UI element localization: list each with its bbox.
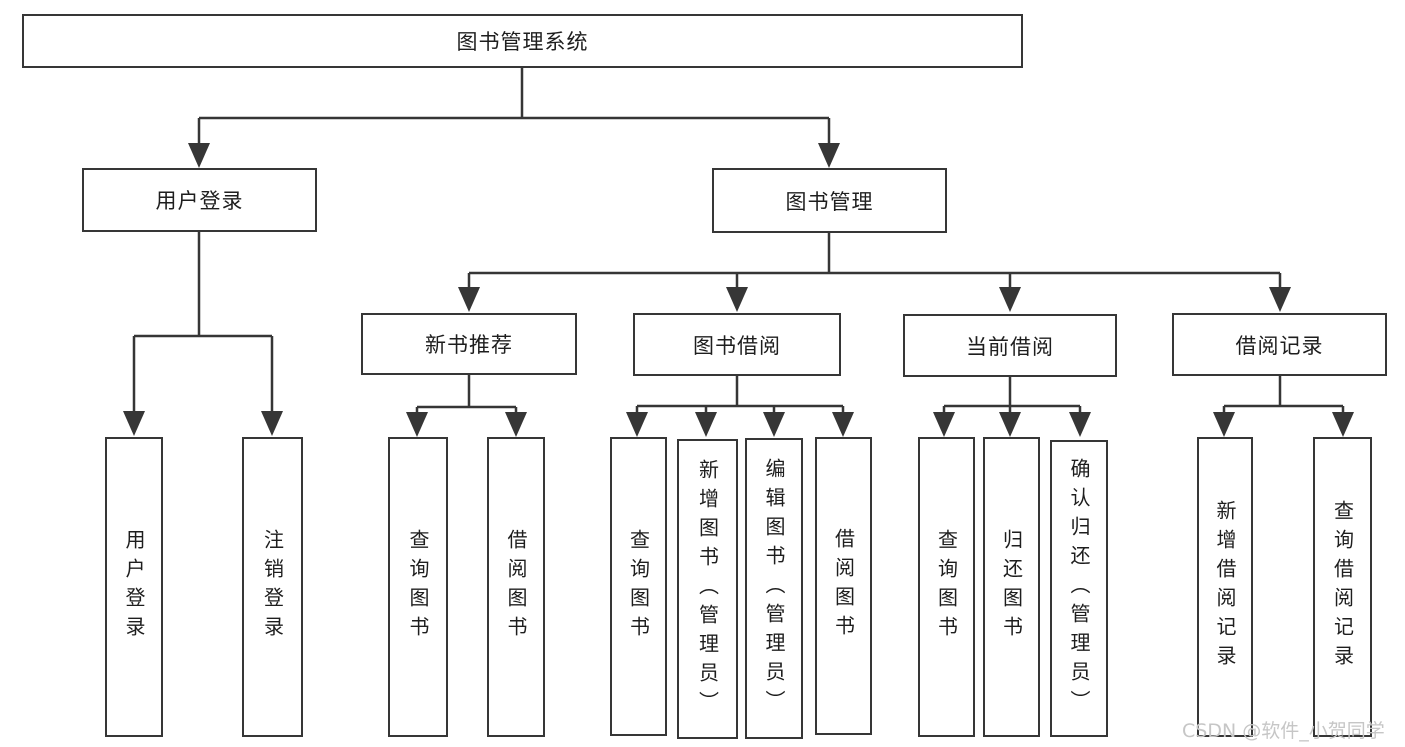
arrowhead-records-leaf-1 — [1213, 412, 1235, 437]
node-leaf-current-return-books-label: 归还图书 — [999, 529, 1024, 645]
node-book-borrow: 图书借阅 — [633, 313, 841, 376]
node-leaf-borrow-add-books: 新增图书（管理员） — [677, 439, 738, 739]
arrowhead-book-mgmt — [818, 143, 840, 168]
edge-root-branch — [197, 68, 831, 146]
node-new-book-rec-label: 新书推荐 — [425, 333, 513, 357]
node-borrow-records: 借阅记录 — [1172, 313, 1387, 376]
node-root-label: 图书管理系统 — [456, 30, 589, 54]
node-leaf-current-confirm-return-label: 确认归还（管理员） — [1067, 458, 1091, 719]
edge-login-branch — [132, 232, 274, 414]
node-leaf-rec-borrow-books: 借阅图书 — [487, 437, 545, 737]
arrowhead-login-leaf-1 — [123, 411, 145, 436]
watermark: CSDN @软件_小贺同学 — [1182, 720, 1385, 742]
node-leaf-records-add: 新增借阅记录 — [1197, 437, 1253, 737]
node-leaf-borrow-borrow-books-label: 借阅图书 — [831, 528, 856, 644]
node-leaf-rec-query-books: 查询图书 — [388, 437, 448, 737]
node-leaf-logout: 注销登录 — [242, 437, 303, 737]
node-new-book-rec: 新书推荐 — [361, 313, 577, 375]
arrowhead-current-borrow — [999, 287, 1021, 312]
node-leaf-current-confirm-return: 确认归还（管理员） — [1050, 440, 1108, 737]
node-leaf-rec-borrow-books-label: 借阅图书 — [504, 529, 528, 645]
arrowhead-current-leaf-3 — [1069, 412, 1091, 437]
arrowhead-borrow-leaf-1 — [626, 412, 648, 437]
node-leaf-records-add-label: 新增借阅记录 — [1213, 500, 1237, 674]
node-leaf-current-query-books: 查询图书 — [918, 437, 975, 737]
node-current-borrow: 当前借阅 — [903, 314, 1117, 377]
arrowhead-borrow-records — [1269, 287, 1291, 312]
node-leaf-borrow-edit-books: 编辑图书（管理员） — [745, 438, 803, 739]
node-leaf-borrow-add-books-label: 新增图书（管理员） — [695, 458, 720, 720]
node-leaf-rec-query-books-label: 查询图书 — [406, 529, 430, 645]
node-user-login: 用户登录 — [82, 168, 317, 232]
node-book-borrow-label: 图书借阅 — [693, 333, 781, 358]
edge-rec-branch — [415, 375, 518, 415]
arrowhead-records-leaf-2 — [1332, 412, 1354, 437]
node-leaf-user-login-label: 用户登录 — [122, 529, 146, 645]
edge-mgmt-branch — [467, 233, 1282, 290]
node-current-borrow-label: 当前借阅 — [966, 334, 1054, 359]
node-leaf-borrow-edit-books-label: 编辑图书（管理员） — [762, 458, 786, 719]
node-leaf-current-query-books-label: 查询图书 — [934, 529, 959, 645]
node-leaf-borrow-query-books: 查询图书 — [610, 437, 667, 736]
node-leaf-current-return-books: 归还图书 — [983, 437, 1040, 737]
node-leaf-borrow-borrow-books: 借阅图书 — [815, 437, 872, 735]
node-leaf-borrow-query-books-label: 查询图书 — [626, 528, 651, 645]
node-root: 图书管理系统 — [22, 14, 1023, 68]
node-leaf-logout-label: 注销登录 — [260, 529, 285, 645]
node-leaf-user-login: 用户登录 — [105, 437, 163, 737]
edge-records-branch — [1222, 376, 1345, 415]
arrowhead-book-borrow — [726, 287, 748, 312]
arrowhead-user-login — [188, 143, 210, 168]
arrowhead-rec-leaf-2 — [505, 412, 527, 437]
node-book-mgmt-label: 图书管理 — [785, 189, 874, 214]
edge-current-branch — [942, 377, 1082, 415]
node-book-mgmt: 图书管理 — [712, 168, 947, 233]
node-leaf-records-query: 查询借阅记录 — [1313, 437, 1372, 737]
arrowhead-borrow-leaf-4 — [832, 412, 854, 437]
arrowhead-rec-leaf-1 — [406, 412, 428, 437]
node-borrow-records-label: 借阅记录 — [1235, 333, 1324, 358]
arrowhead-login-leaf-2 — [261, 411, 283, 436]
arrowhead-current-leaf-1 — [933, 412, 955, 437]
arrowhead-new-book-rec — [458, 287, 480, 312]
node-leaf-records-query-label: 查询借阅记录 — [1330, 500, 1355, 674]
edge-borrow-branch — [635, 376, 845, 415]
arrowhead-borrow-leaf-3 — [763, 412, 785, 437]
arrowhead-current-leaf-2 — [999, 412, 1021, 437]
arrowhead-borrow-leaf-2 — [695, 412, 717, 437]
node-user-login-label: 用户登录 — [155, 189, 244, 213]
